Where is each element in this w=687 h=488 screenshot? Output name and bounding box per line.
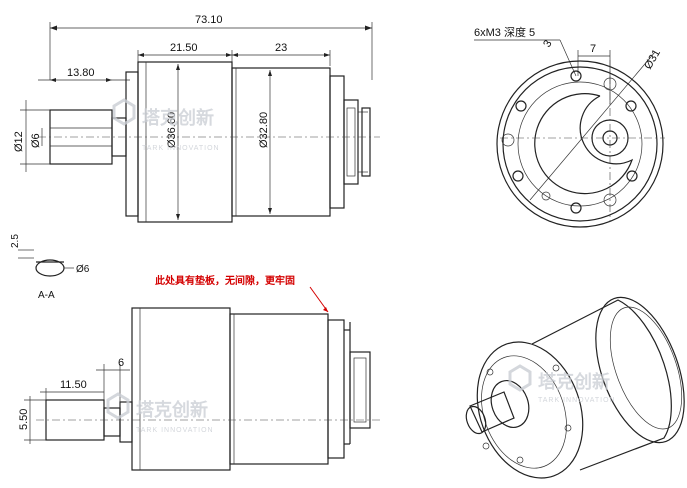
watermark-cn-bottom: 塔克创新 — [136, 399, 208, 421]
dim-gearbox-diameter: Ø36.60 — [166, 112, 178, 148]
front-view: 6xM3 深度 5 3 7 Ø31 — [474, 25, 665, 228]
dim-bottom-shaft-length: 11.50 — [60, 379, 87, 391]
dim-motor-diameter: Ø32.80 — [258, 112, 270, 148]
watermark-en-iso: TARK INNOVATION — [538, 397, 616, 404]
watermark-en: TARK INNOVATION — [142, 145, 220, 152]
watermark-en-bottom: TARK INNOVATION — [136, 427, 214, 434]
annotation-note: 此处具有垫板，无间隙，更牢固 — [155, 274, 295, 287]
dim-shaft-diameter: Ø12 — [13, 131, 25, 152]
dim-gearbox-length: 21.50 — [170, 42, 198, 54]
dim-flat-depth: 2.5 — [10, 234, 21, 248]
watermark-iso: 塔克创新 TARK INNOVATION — [508, 364, 616, 404]
watermark-bottom: 塔克创新 TARK INNOVATION — [106, 392, 214, 434]
dim-overall-length: 73.10 — [195, 14, 223, 26]
watermark-top: 塔克创新 TARK INNOVATION — [112, 98, 220, 152]
hole-spec: 6xM3 深度 5 — [474, 25, 535, 39]
dim-motor-length: 23 — [275, 42, 287, 54]
dim-shaft-length: 13.80 — [67, 67, 95, 79]
watermark-cn-iso: 塔克创新 — [538, 371, 610, 393]
dim-bolt-circle: Ø31 — [642, 47, 663, 71]
watermark-cn: 塔克创新 — [142, 107, 214, 129]
hole-angle: 3 — [541, 38, 554, 49]
dim-section-shaft: Ø6 — [76, 264, 90, 275]
dim-shaft-flat: Ø6 — [30, 133, 42, 148]
side-view-top: 73.10 21.50 23 13.80 — [13, 14, 380, 223]
section-label: A-A — [38, 290, 55, 301]
section-a-a: 2.5 Ø6 A-A — [10, 234, 90, 301]
isometric-view: 塔克创新 TARK INNOVATION — [465, 296, 685, 479]
side-view-bottom: 6 11.50 5.50 塔克创新 TARK INNOVATION — [18, 307, 380, 471]
dim-bottom-offset: 6 — [118, 357, 124, 369]
dim-bottom-shaft-height: 5.50 — [18, 409, 30, 430]
dim-hole-offset: 7 — [590, 43, 596, 55]
